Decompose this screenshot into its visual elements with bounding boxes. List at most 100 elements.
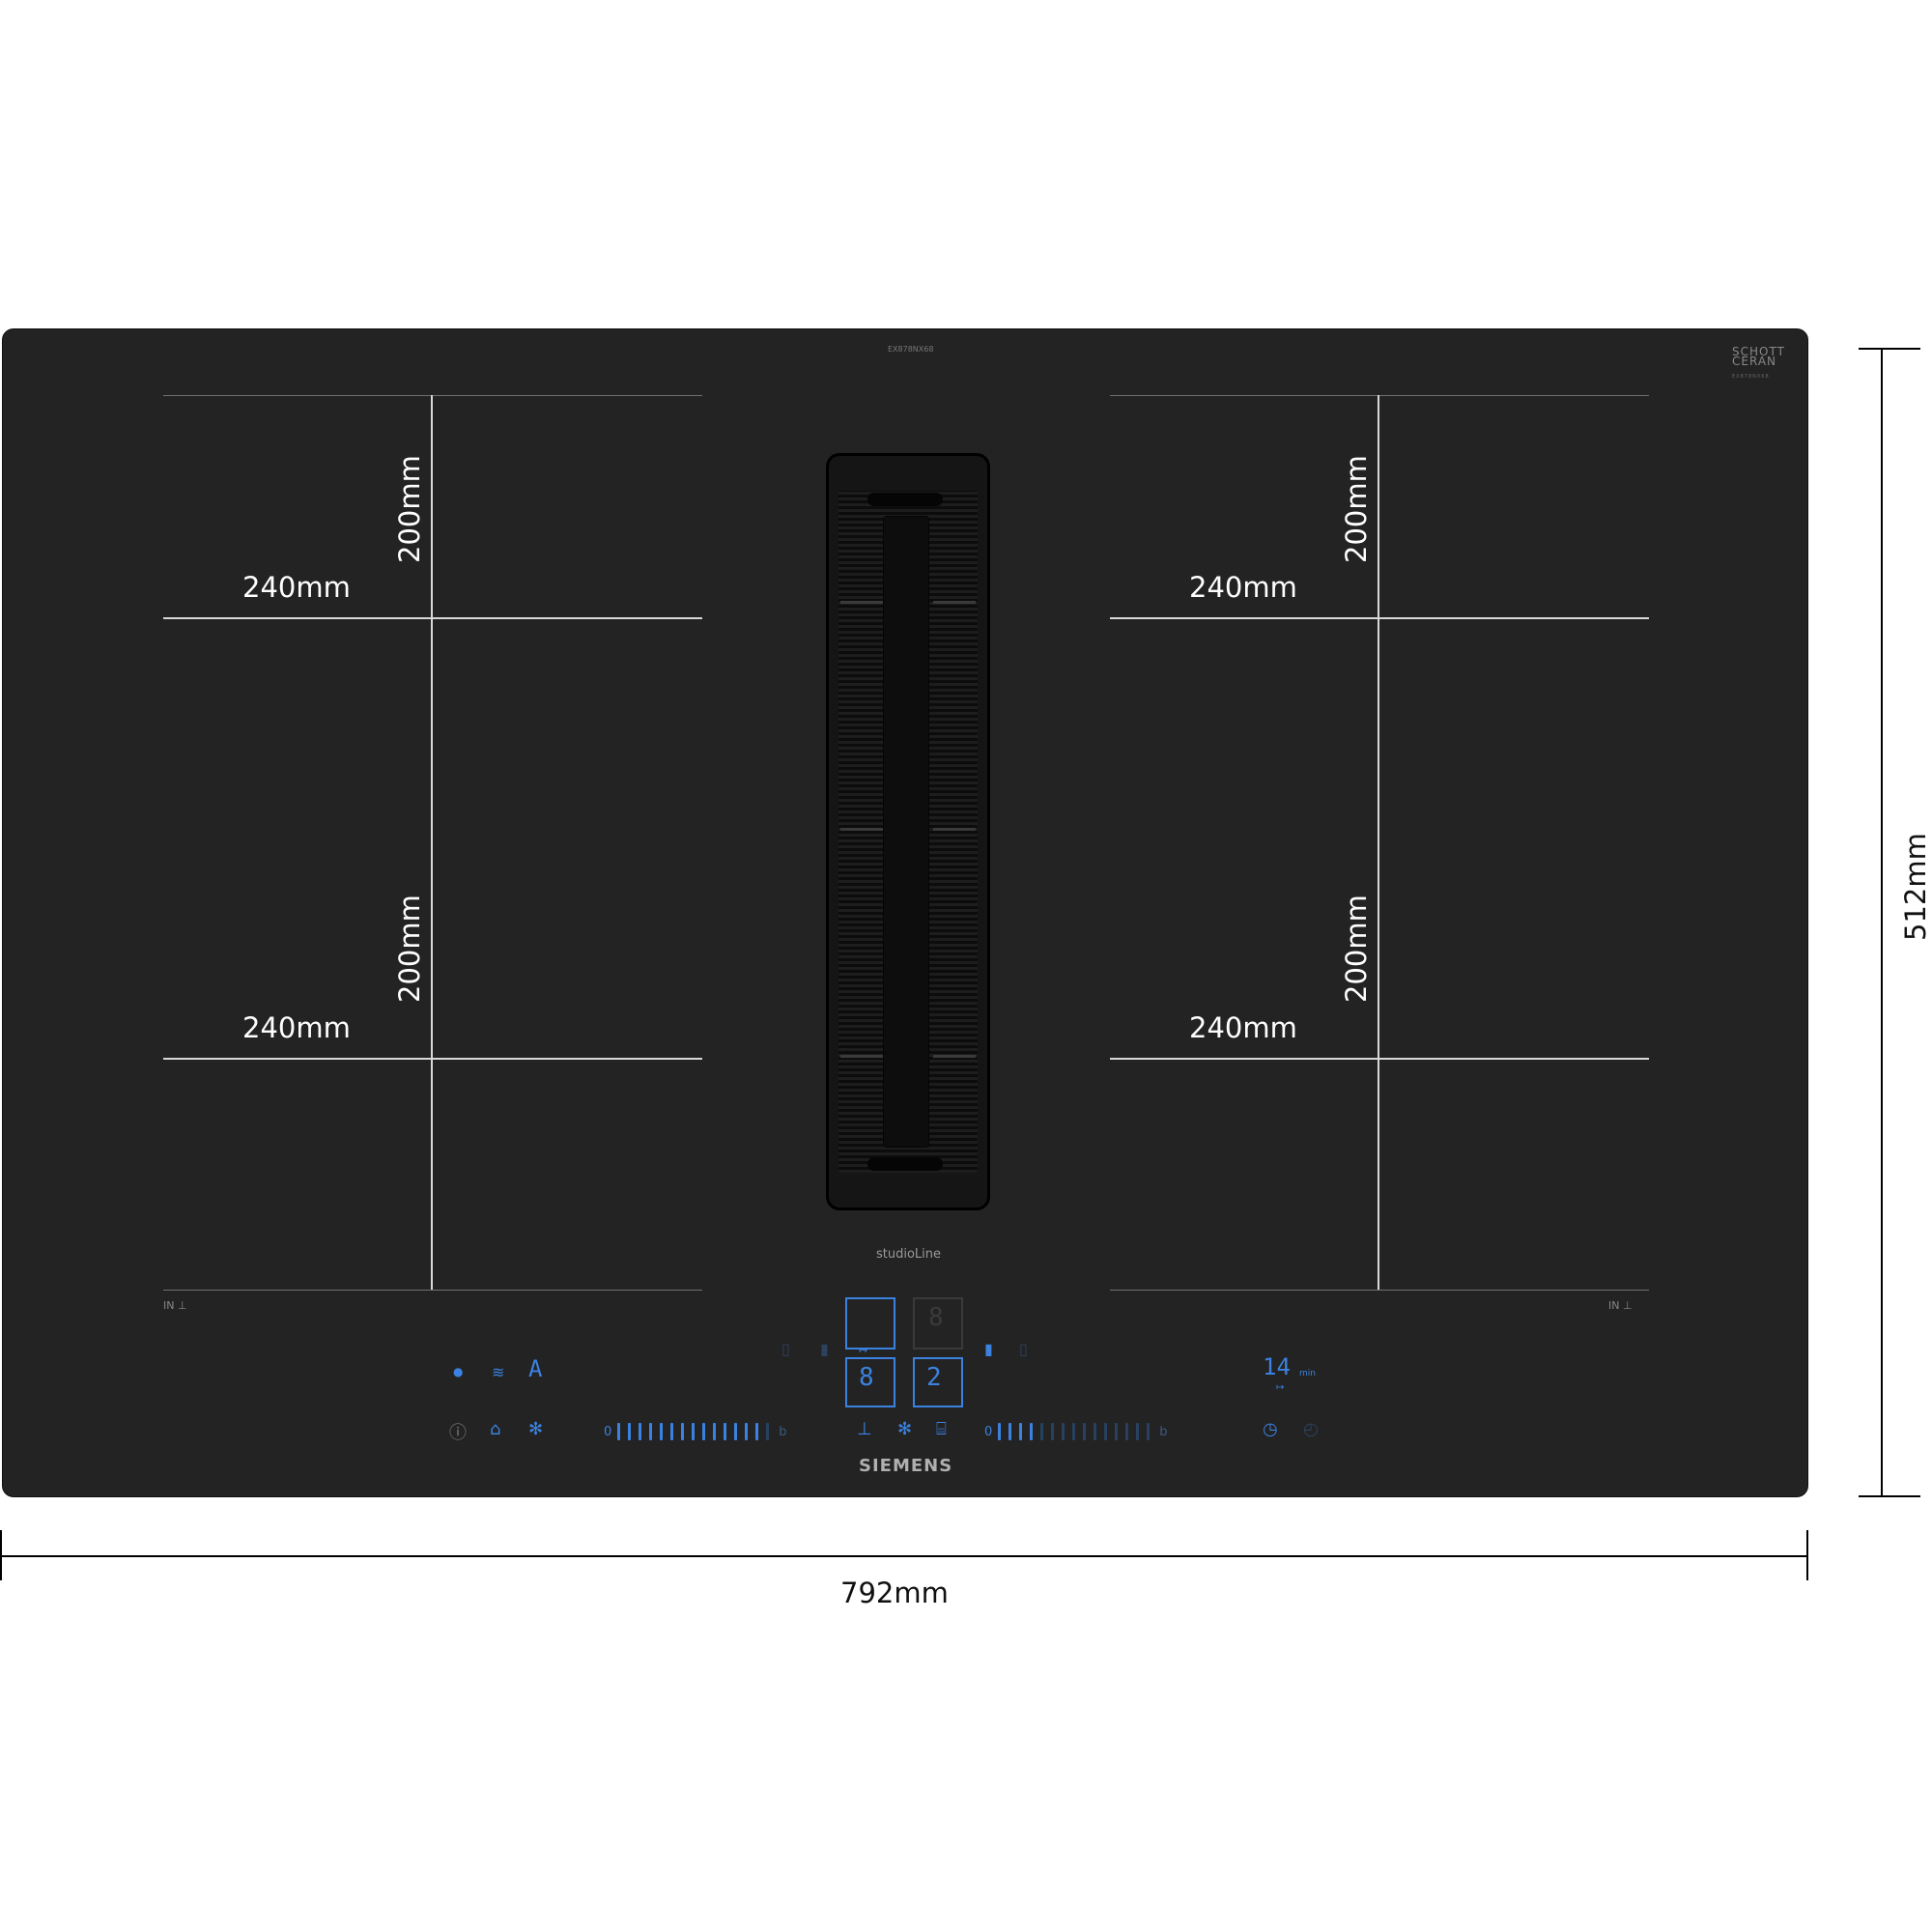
slider-tick[interactable] — [1062, 1423, 1065, 1440]
right-zone-divider-1 — [1110, 617, 1649, 619]
fan-boost-icon[interactable]: ✻ — [897, 1419, 913, 1439]
slider-tick[interactable] — [1019, 1423, 1023, 1440]
zone-left-icon[interactable]: ▮ — [820, 1340, 829, 1358]
auto-mode-indicator: A — [528, 1355, 543, 1382]
cooktop-glass: EX878NX68 SCHOTT CERAN EX878NX68 240mm 2… — [2, 328, 1808, 1497]
right-zone-1-height-label: 200mm — [1340, 455, 1373, 563]
schott-ceran-logo: SCHOTT CERAN EX878NX68 — [1732, 345, 1785, 382]
slider-tick[interactable] — [745, 1423, 749, 1440]
right-digit-box[interactable] — [913, 1357, 963, 1407]
slider-tick[interactable] — [713, 1423, 717, 1440]
right-slider-end: b — [1159, 1424, 1168, 1439]
slider-tick[interactable] — [649, 1423, 653, 1440]
power-icon[interactable]: ⓘ — [449, 1423, 467, 1443]
schott-logo-small: EX878NX68 — [1732, 374, 1770, 380]
right-zone-center-line — [1378, 395, 1379, 1290]
right-zone-2-width-label: 240mm — [1189, 1011, 1297, 1044]
height-marker-bottom — [1859, 1495, 1920, 1497]
slider-tick[interactable] — [1094, 1423, 1097, 1440]
hood-icon[interactable]: ⌂ — [490, 1419, 501, 1439]
slider-tick[interactable] — [1104, 1423, 1108, 1440]
pan-detect-icon[interactable]: ⊥ — [857, 1419, 872, 1439]
zone-right-dim-icon[interactable]: ▯ — [1019, 1340, 1028, 1358]
left-zone-2-width-label: 240mm — [242, 1011, 351, 1044]
right-in-label: IN — [1608, 1299, 1620, 1312]
slider-tick[interactable] — [628, 1423, 632, 1440]
downdraft-vent[interactable] — [826, 453, 990, 1210]
clock-icon[interactable]: ◷ — [1263, 1419, 1278, 1439]
schott-logo-line2: CERAN — [1732, 355, 1776, 368]
slider-tick[interactable] — [702, 1423, 706, 1440]
right-zone-top-edge — [1110, 395, 1649, 396]
timer-value: 14 — [1263, 1353, 1291, 1380]
slider-tick[interactable] — [1051, 1423, 1055, 1440]
stopwatch-icon[interactable]: ◴ — [1303, 1419, 1319, 1439]
height-dimension-label: 512mm — [1899, 833, 1932, 941]
vent-rib — [933, 828, 976, 831]
slider-tick[interactable] — [1040, 1423, 1044, 1440]
slider-tick[interactable] — [1125, 1423, 1129, 1440]
left-zone-2-height-label: 200mm — [393, 895, 426, 1003]
slider-tick[interactable] — [998, 1423, 1002, 1440]
timer-interval-icon: ↦ — [1276, 1382, 1285, 1393]
top-display-box — [913, 1297, 963, 1350]
width-marker-left — [0, 1530, 2, 1580]
slider-tick[interactable] — [734, 1423, 738, 1440]
status-dot-icon: ● — [453, 1365, 464, 1378]
slider-tick[interactable] — [724, 1423, 727, 1440]
slider-tick[interactable] — [1030, 1423, 1034, 1440]
vent-rib — [933, 601, 976, 604]
schott-logo-line1: SCHOTT — [1732, 345, 1785, 358]
slider-tick[interactable] — [1136, 1423, 1140, 1440]
right-power-slider[interactable]: 0 b — [984, 1421, 1174, 1442]
slider-tick[interactable] — [1115, 1423, 1119, 1440]
vent-rib — [840, 828, 883, 831]
left-zone-1-height-label: 200mm — [393, 455, 426, 563]
slider-tick[interactable] — [1083, 1423, 1087, 1440]
zone-right-icon[interactable]: ▮ — [984, 1340, 993, 1358]
right-in-indicator: IN ⊥ — [1608, 1299, 1633, 1312]
zone-left-dim-icon[interactable]: ▯ — [781, 1340, 790, 1358]
slider-tick[interactable] — [766, 1423, 770, 1440]
left-zone-divider-1 — [163, 617, 702, 619]
left-zone-bottom-edge — [163, 1290, 702, 1291]
vent-top-cap — [867, 493, 943, 506]
width-dimension-label: 792mm — [840, 1577, 949, 1609]
brand-logo: SIEMENS — [859, 1456, 953, 1476]
power-display-box[interactable] — [845, 1297, 895, 1350]
right-slider-start: 0 — [984, 1424, 993, 1439]
slider-tick[interactable] — [639, 1423, 642, 1440]
right-zone-bottom-edge — [1110, 1290, 1649, 1291]
model-code: EX878NX68 — [888, 345, 934, 354]
fan-icon[interactable]: ✻ — [528, 1419, 544, 1439]
left-digit-box[interactable] — [845, 1357, 895, 1407]
left-power-slider[interactable]: 0 b — [604, 1421, 793, 1442]
height-marker-top — [1859, 348, 1920, 350]
studioline-label: studioLine — [876, 1247, 942, 1262]
slider-tick[interactable] — [660, 1423, 664, 1440]
pan-icon: ⊥ — [1622, 1299, 1633, 1312]
vent-rib — [840, 1055, 883, 1058]
vent-rib — [933, 1055, 976, 1058]
slider-tick[interactable] — [1147, 1423, 1151, 1440]
vent-bottom-cap — [867, 1157, 943, 1171]
slider-tick[interactable] — [681, 1423, 685, 1440]
slider-tick[interactable] — [1072, 1423, 1076, 1440]
left-digit-value: 8 — [859, 1363, 874, 1392]
filter-icon[interactable]: ⌸ — [936, 1419, 947, 1439]
pan-icon: ⊥ — [177, 1299, 187, 1312]
wifi-icon[interactable]: ≋ — [492, 1363, 505, 1381]
slider-tick[interactable] — [617, 1423, 621, 1440]
timer-unit: min — [1299, 1369, 1316, 1378]
left-in-indicator: IN ⊥ — [163, 1299, 187, 1312]
vent-rib — [840, 601, 883, 604]
slider-tick[interactable] — [1009, 1423, 1012, 1440]
width-marker-right — [1806, 1530, 1808, 1580]
left-in-label: IN — [163, 1299, 175, 1312]
slider-tick[interactable] — [692, 1423, 696, 1440]
slider-tick[interactable] — [755, 1423, 759, 1440]
left-slider-start: 0 — [604, 1424, 612, 1439]
top-display-value: 8 — [928, 1303, 944, 1332]
slider-tick[interactable] — [670, 1423, 674, 1440]
interval-icon: ↦ — [859, 1344, 868, 1356]
